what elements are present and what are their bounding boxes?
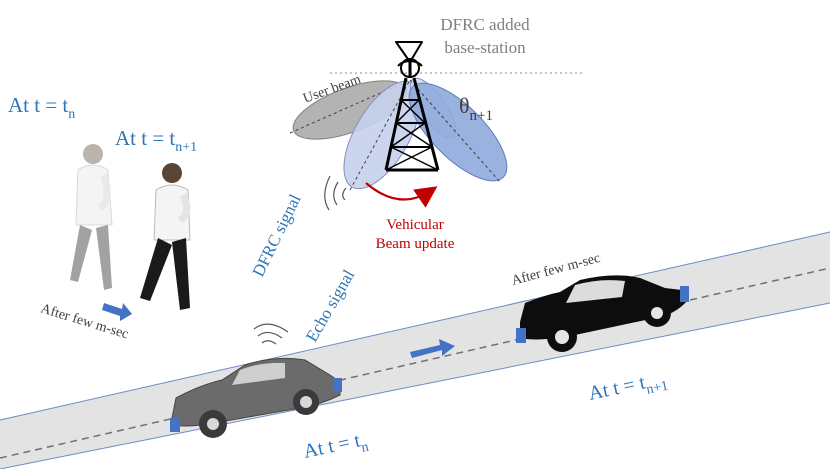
theta-label: θn+1 [459,93,493,124]
tower-signal-waves-icon [324,175,347,211]
beam-update-line1: Vehicular [386,217,443,233]
base-station-label-line1: DFRC added [440,15,530,34]
vehicle-move-arrow [410,339,455,358]
base-station-tower-icon [384,41,440,172]
beam-update-arrow [365,182,438,208]
car-at-tn [170,357,342,438]
pedestrian-move-arrow [102,303,132,321]
road-center-dashed-line [0,267,830,459]
pedestrian-at-tn1 [140,163,191,310]
pedestrian-time-tn: At t = tn [8,93,75,122]
echo-signal-label: Echo signal [302,266,358,345]
beam-update-line2: Beam update [376,236,455,252]
road [0,231,830,469]
car-at-tn1 [516,275,689,352]
vehicle-time-tn1: At t = tn+1 [586,367,669,410]
base-station-label-line2: base-station [444,38,526,57]
beam-lobes [289,77,508,191]
updated-vehicular-beam-lobe [408,82,508,182]
pedestrian-time-tn1: At t = tn+1 [115,126,197,155]
car-signal-waves-icon [253,323,289,345]
vehicle-time-tn: At t = tn [301,428,370,468]
dfrc-signal-label: DFRC signal [249,191,305,280]
pedestrian-at-tn [70,144,113,290]
